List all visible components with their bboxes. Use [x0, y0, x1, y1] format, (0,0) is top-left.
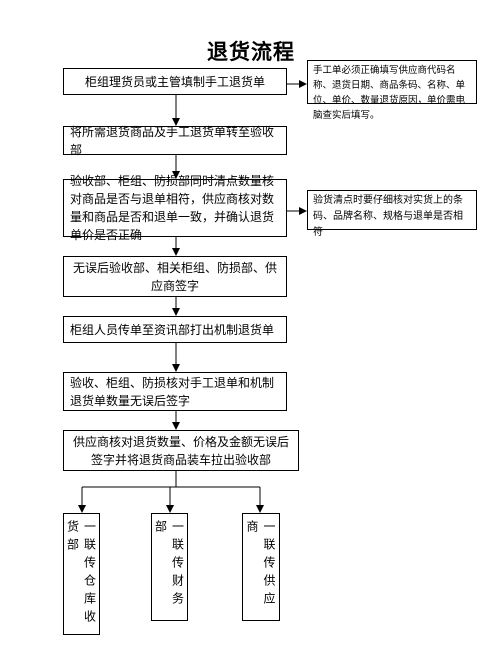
copy-finance-box: 一联传财务部 — [151, 513, 188, 621]
step-4-text: 无误后验收部、相关柜组、防损部、供应商签字 — [72, 260, 277, 293]
page-title: 退货流程 — [207, 40, 295, 64]
copy-supplier-text: 一联传供应商 — [245, 520, 276, 610]
step-3-text: 验收部、柜组、防损部同时清点数量核对商品是否与退单相符，供应商核对数量和商品是否… — [70, 174, 275, 242]
step-1-box: 柜组理货员或主管填制手工退货单 — [63, 68, 287, 95]
step-7-box: 供应商核对退货数量、价格及金额无误后签字并将退货商品装车拉出验收部 — [63, 430, 299, 471]
step-6-text: 验收、柜组、防损核对手工退单和机制退货单数量无误后签字 — [70, 375, 275, 408]
step-1-text: 柜组理货员或主管填制手工退货单 — [84, 74, 265, 89]
step-7-text: 供应商核对退货数量、价格及金额无误后签字并将退货商品装车拉出验收部 — [72, 434, 289, 467]
copy-finance-text: 一联传财务部 — [153, 520, 185, 610]
step-5-text: 柜组人员传单至资讯部打出机制退货单 — [70, 322, 275, 337]
copy-warehouse-box: 一联传仓库收货部 — [63, 513, 100, 635]
step-4-box: 无误后验收部、相关柜组、防损部、供应商签字 — [63, 256, 287, 297]
copy-supplier-box: 一联传供应商 — [242, 513, 280, 621]
step-2-box: 将所需退货商品及手工退货单转至验收部 — [63, 125, 287, 157]
note-2-text: 验货清点时要仔细核对实货上的条码、品牌名称、规格与退单是否相符 — [313, 195, 463, 238]
step-2-text: 将所需退货商品及手工退货单转至验收部 — [70, 124, 275, 157]
copy-warehouse-text: 一联传仓库收货部 — [65, 520, 97, 628]
note-1-text: 手工单必须正确填写供应商代码名称、退货日期、商品条码、名称、单位、单价、数量退货… — [313, 65, 466, 121]
note-handwritten-slip: 手工单必须正确填写供应商代码名称、退货日期、商品条码、名称、单位、单价、数量退货… — [307, 60, 477, 121]
step-5-box: 柜组人员传单至资讯部打出机制退货单 — [63, 316, 287, 343]
step-6-box: 验收、柜组、防损核对手工退单和机制退货单数量无误后签字 — [63, 372, 287, 411]
note-inspection: 验货清点时要仔细核对实货上的条码、品牌名称、规格与退单是否相符 — [307, 190, 477, 238]
step-3-box: 验收部、柜组、防损部同时清点数量核对商品是否与退单相符，供应商核对数量和商品是否… — [63, 174, 287, 242]
